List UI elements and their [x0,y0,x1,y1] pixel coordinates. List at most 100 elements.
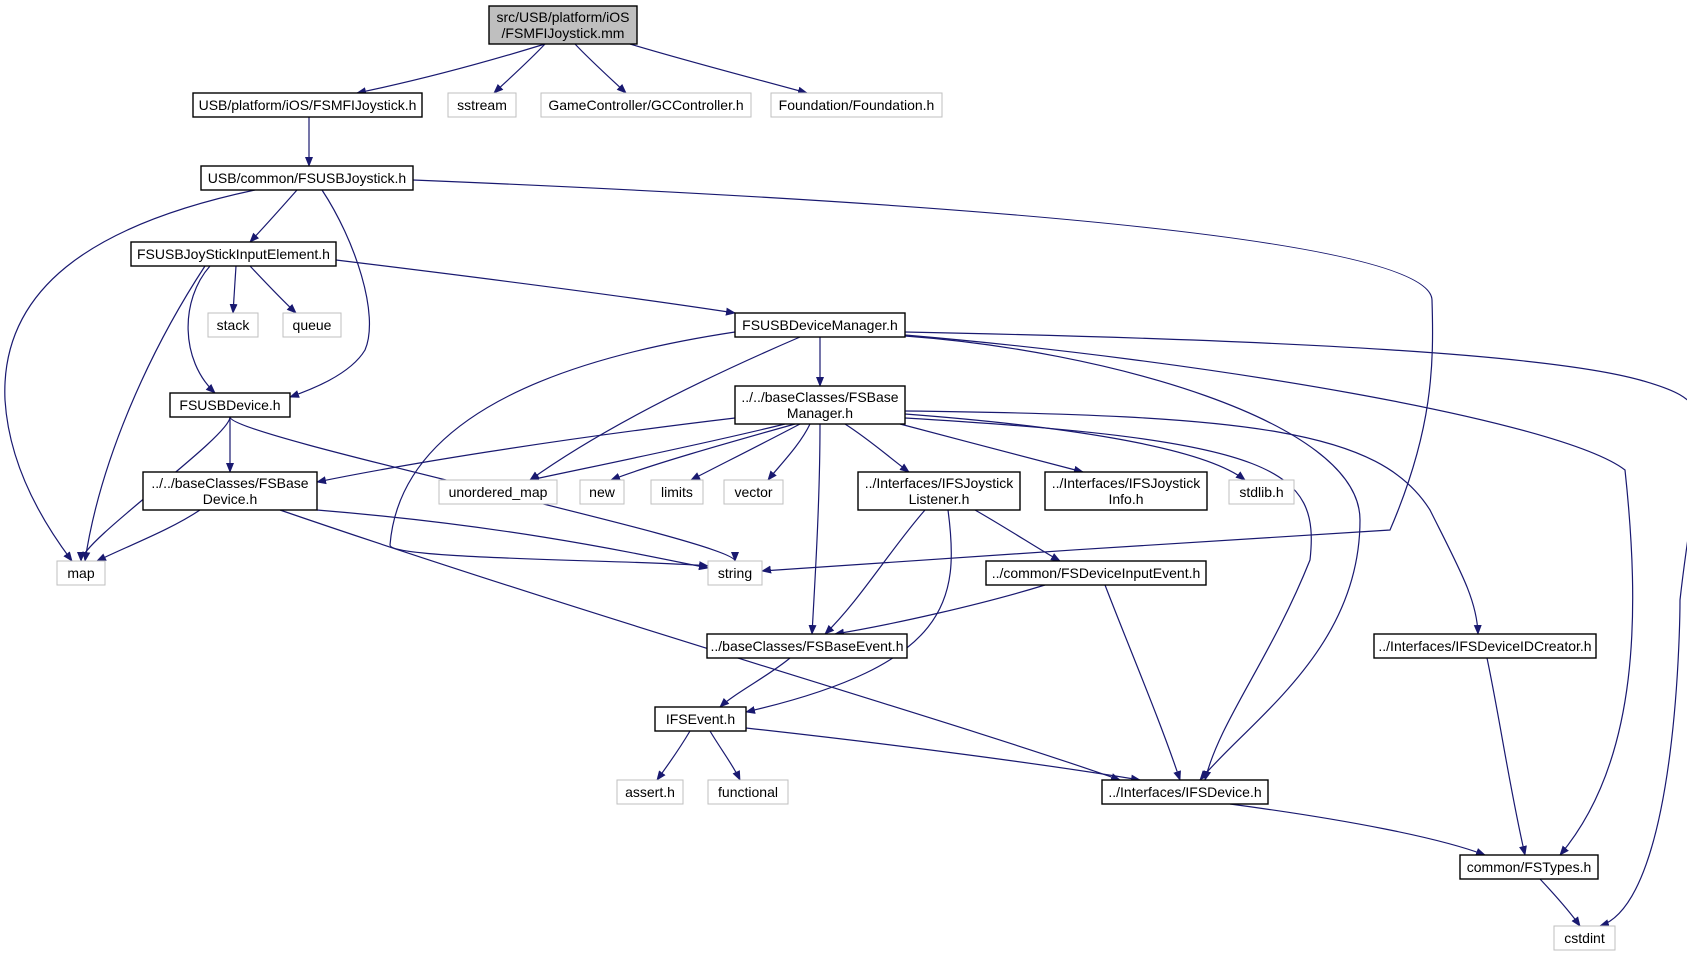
node-label-root: src/USB/platform/iOS [496,9,629,25]
edge-deviceidcreator-to-fstypes [1486,657,1527,856]
edge-root-to-gccontroller [574,43,627,94]
node-box-ifsdevice [1101,779,1269,805]
node-label-ifsdevice: ../Interfaces/IFSDevice.h [1108,784,1261,800]
node-box-foundation [770,92,943,118]
node-label-basemanager: ../../baseClasses/FSBase [741,389,898,405]
edge-usbjoystick-to-string [412,179,1434,574]
edge-fstypes-to-cstdint [1539,878,1581,927]
node-label-root: /FSMFIJoystick.mm [502,25,625,41]
node-label-stdlib: stdlib.h [1239,484,1283,500]
node-label-sstream: sstream [457,97,507,113]
node-label-assert: assert.h [625,784,675,800]
edge-basedevice-to-string [316,509,709,571]
node-sstream: sstream [447,92,517,118]
node-assert: assert.h [616,779,684,805]
edge-inputelement-to-devicemanager [335,259,736,316]
edge-usbjoystick-to-usbdevice [289,189,371,398]
edge-usbjoystick-to-inputelement [249,189,298,243]
node-box-stdlib [1228,479,1295,505]
node-baseevent[interactable]: ../baseClasses/FSBaseEvent.h [706,633,908,659]
node-label-string: string [718,565,752,581]
node-box-baseevent [706,633,908,659]
node-box-unordered_map [438,479,558,505]
edge-basemanager-to-ifsdevice [904,417,1312,781]
node-label-stack: stack [217,317,251,333]
node-queue: queue [282,312,342,338]
node-deviceidcreator[interactable]: ../Interfaces/IFSDeviceIDCreator.h [1373,633,1597,659]
node-label-map: map [67,565,94,581]
edge-devicemanager-to-unordered_map [529,336,801,481]
node-inputelement[interactable]: FSUSBJoyStickInputElement.h [130,241,337,267]
edge-deviceinputevent-to-baseevent [834,584,1046,637]
node-box-deviceinputevent [985,560,1207,586]
node-label-basedevice: Device.h [203,491,257,507]
edge-root-to-mfi_h [356,43,546,96]
node-box-string [707,560,763,586]
node-box-usbjoystick [200,165,414,191]
edge-ifsevent-to-functional [709,730,741,781]
node-label-deviceidcreator: ../Interfaces/IFSDeviceIDCreator.h [1378,638,1591,654]
edge-inputelement-to-usbdevice [187,265,216,394]
node-devicemanager[interactable]: FSUSBDeviceManager.h [734,312,906,338]
node-label-new: new [589,484,616,500]
node-root[interactable]: src/USB/platform/iOS/FSMFIJoystick.mm [488,5,638,45]
node-label-foundation: Foundation/Foundation.h [779,97,935,113]
node-ifsevent[interactable]: IFSEvent.h [654,706,747,732]
edge-listener-to-ifsevent [745,509,952,714]
edge-devicemanager-to-fstypes [904,334,1634,856]
node-box-ifsevent [654,706,747,732]
node-box-joyinfo [1044,471,1208,511]
node-box-sstream [447,92,517,118]
edge-ifsevent-to-ifsdevice [745,727,1141,783]
node-label-usbjoystick: USB/common/FSUSBJoystick.h [208,170,406,186]
edge-root-to-sstream [493,43,546,94]
node-label-fstypes: common/FSTypes.h [1467,859,1592,875]
node-gccontroller: GameController/GCController.h [540,92,752,118]
node-label-listener: Listener.h [909,491,970,507]
edge-basemanager-to-new [610,423,796,481]
node-fstypes[interactable]: common/FSTypes.h [1459,854,1599,880]
node-box-functional [707,779,789,805]
edge-inputelement-to-map [82,265,206,562]
node-mfi_h[interactable]: USB/platform/iOS/FSMFIJoystick.h [192,92,423,118]
node-box-vector [723,479,784,505]
node-limits: limits [650,479,704,505]
node-label-listener: ../Interfaces/IFSJoystick [865,475,1015,491]
node-label-inputelement: FSUSBJoyStickInputElement.h [137,246,330,262]
edge-basemanager-to-basedevice [316,417,736,485]
node-box-cstdint [1553,925,1616,951]
node-box-new [579,479,625,505]
node-label-basemanager: Manager.h [787,405,853,421]
node-label-gccontroller: GameController/GCController.h [548,97,743,113]
node-usbdevice[interactable]: FSUSBDevice.h [169,392,291,418]
edge-listener-to-baseevent [824,509,926,635]
node-box-inputelement [130,241,337,267]
edge-root-to-foundation [629,43,808,95]
node-label-limits: limits [661,484,693,500]
node-box-map [56,560,106,586]
node-foundation: Foundation/Foundation.h [770,92,943,118]
node-usbjoystick[interactable]: USB/common/FSUSBJoystick.h [200,165,414,191]
node-ifsdevice[interactable]: ../Interfaces/IFSDevice.h [1101,779,1269,805]
edge-listener-to-deviceinputevent [974,509,1061,562]
node-map: map [56,560,106,586]
edge-ifsevent-to-assert [656,730,691,781]
edge-devicemanager-to-ifsdevice [904,335,1361,781]
node-stack: stack [207,312,259,338]
node-deviceinputevent[interactable]: ../common/FSDeviceInputEvent.h [985,560,1207,586]
edge-inputelement-to-queue [249,265,297,314]
edge-basemanager-to-listener [844,423,910,473]
node-label-usbdevice: FSUSBDevice.h [179,397,280,413]
node-box-queue [282,312,342,338]
node-box-basedevice [142,471,318,511]
node-layer: src/USB/platform/iOS/FSMFIJoystick.mmUSB… [56,5,1616,951]
node-box-devicemanager [734,312,906,338]
edge-deviceinputevent-to-ifsdevice [1104,584,1181,781]
node-functional: functional [707,779,789,805]
edge-basemanager-to-limits [690,423,801,481]
node-label-devicemanager: FSUSBDeviceManager.h [742,317,898,333]
